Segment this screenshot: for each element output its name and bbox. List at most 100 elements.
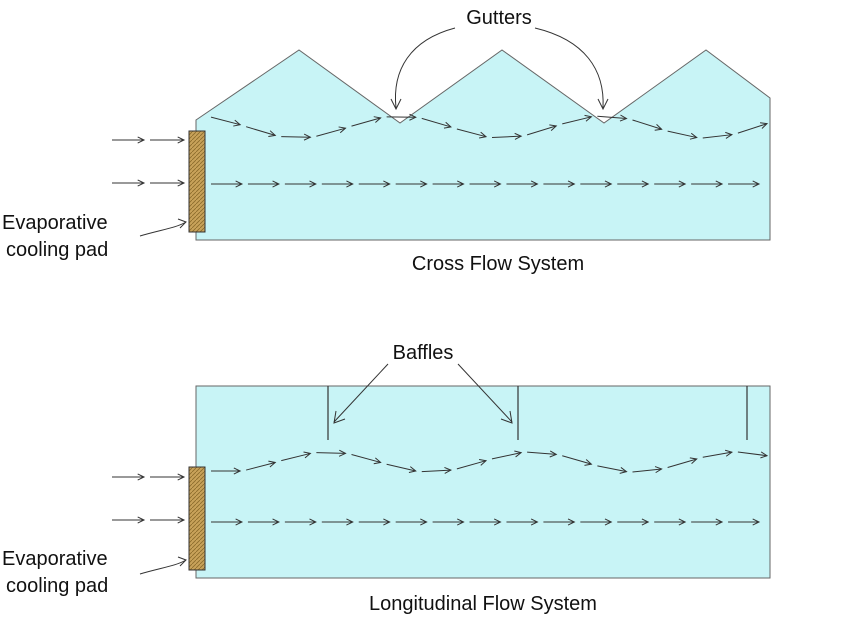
baffles-label: Baffles [392, 342, 454, 364]
longitudinal-lower-arrow-head [604, 518, 613, 526]
gutters-pointer-left-head [390, 98, 402, 111]
longitudinal-upper-arrow [491, 452, 522, 460]
longitudinal-upper-arrow [281, 452, 311, 462]
longitudinal-cooling-pad [188, 466, 206, 571]
gutters-label: Gutters [466, 7, 532, 29]
gutters-pointer-right [534, 27, 604, 109]
cross-flow-upper-arrow-head [443, 121, 452, 129]
longitudinal-upper-arrow-head [303, 451, 312, 459]
cross-flow-greenhouse-body [195, 49, 771, 241]
longitudinal-pad-label-pointer [139, 559, 187, 575]
cross-flow-lower-arrow-head [457, 180, 465, 188]
longitudinal-upper-arrow [456, 460, 487, 470]
longitudinal-upper-arrow-head [654, 466, 663, 474]
longitudinal-lower-arrow-head [309, 518, 317, 526]
longitudinal-upper-arrow-head [233, 467, 242, 475]
cross-flow-upper-arrow [316, 127, 346, 137]
longitudinal-flow-title: Longitudinal Flow System [369, 593, 597, 615]
baffles-pointer-right [457, 363, 513, 423]
cross-flow-pad-label-pointer-head [177, 218, 187, 229]
longitudinal-inlet-arrow-head [177, 516, 186, 524]
cross-flow-inlet-arrow-head [137, 136, 146, 144]
cross-flow-lower-arrow-head [530, 180, 539, 188]
cross-flow-upper-arrow [245, 126, 276, 136]
longitudinal-upper-arrow-head [760, 451, 769, 459]
longitudinal-upper-arrow-head [549, 450, 558, 458]
cross-flow-upper-arrow-head [268, 130, 277, 138]
cross-flow-upper-arrow [597, 115, 627, 120]
longitudinal-upper-arrow [632, 468, 662, 473]
longitudinal-upper-arrow [597, 465, 627, 473]
longitudinal-lower-arrow-head [567, 518, 576, 526]
longitudinal-pad-label-line2: cooling pad [6, 575, 109, 597]
longitudinal-upper-arrow-head [408, 466, 417, 474]
cross-flow-upper-arrow-head [759, 122, 769, 129]
cross-flow-upper-arrow-head [338, 126, 347, 134]
longitudinal-upper-arrow [316, 452, 346, 454]
longitudinal-upper-arrow-head [268, 460, 277, 468]
longitudinal-lower-arrow-head [346, 518, 354, 526]
longitudinal-lower-arrow-head [678, 518, 687, 526]
cross-flow-upper-arrow [632, 119, 662, 130]
cross-flow-lower-arrow-head [604, 180, 613, 188]
cross-flow-upper-arrow [702, 134, 732, 139]
longitudinal-upper-arrow-head [514, 450, 523, 458]
cross-flow-upper-arrow-head [373, 116, 382, 123]
cross-flow-lower-arrow-head [235, 180, 244, 188]
gutters-pointer-right-head [597, 98, 609, 111]
cross-flow-upper-arrow-head [619, 114, 628, 122]
longitudinal-upper-arrow [386, 463, 416, 472]
baffles-pointer-right-head [500, 410, 513, 424]
cross-flow-lower-arrow-head [493, 180, 502, 188]
cross-flow-upper-arrow-head [233, 119, 242, 127]
longitudinal-upper-arrow [351, 454, 381, 463]
longitudinal-upper-arrow [421, 469, 451, 473]
cross-flow-lower-arrow-head [641, 180, 650, 188]
cross-flow-upper-arrow-head [654, 124, 663, 131]
baffles-pointer-left-head [333, 410, 346, 424]
longitudinal-lower-arrow-head [383, 518, 391, 526]
cross-flow-inlet-arrow-head [177, 179, 186, 187]
longitudinal-lower-arrow-head [420, 518, 428, 526]
cross-flow-upper-arrow-head [689, 132, 698, 140]
cross-flow-upper-arrow-head [409, 113, 417, 121]
cross-flow-upper-arrow [526, 125, 557, 136]
longitudinal-inlet-arrow-head [137, 516, 146, 524]
longitudinal-lower-arrow-head [641, 518, 650, 526]
longitudinal-lower-arrow-head [457, 518, 465, 526]
longitudinal-upper-arrow-head [689, 457, 698, 465]
cross-flow-upper-arrow [351, 117, 381, 127]
cross-flow-lower-arrow-head [383, 180, 391, 188]
cross-flow-airflow-arrows [112, 113, 769, 188]
longitudinal-inlet-arrow-head [137, 473, 146, 481]
longitudinal-lower-arrow-head [493, 518, 502, 526]
cross-flow-lower-arrow-head [346, 180, 354, 188]
cross-flow-title: Cross Flow System [411, 253, 585, 275]
cross-flow-pad-label-line2: cooling pad [6, 239, 109, 261]
cross-flow-inlet-arrow-head [137, 179, 146, 187]
cross-flow-upper-arrow [491, 135, 522, 138]
cross-flow-pad-label-pointer [139, 221, 187, 237]
longitudinal-lower-arrow-head [715, 518, 724, 526]
longitudinal-greenhouse-body [195, 385, 771, 579]
longitudinal-pad-label-line1: Evaporative [2, 548, 108, 570]
longitudinal-upper-arrow-head [725, 449, 734, 457]
cross-flow-upper-arrow [562, 116, 592, 125]
cross-flow-upper-arrow [421, 117, 452, 128]
longitudinal-upper-arrow [667, 458, 697, 469]
longitudinal-upper-arrow [737, 451, 768, 457]
longitudinal-upper-arrow-head [444, 466, 453, 474]
cross-flow-lower-arrow-head [309, 180, 317, 188]
longitudinal-lower-arrow-head [530, 518, 539, 526]
longitudinal-inlet-arrow-head [177, 473, 186, 481]
longitudinal-pad-label-pointer-head [177, 556, 187, 567]
longitudinal-upper-arrow [245, 461, 276, 471]
cross-flow-upper-arrow [210, 116, 241, 126]
cross-flow-lower-arrow-head [272, 180, 281, 188]
cross-flow-upper-arrow-head [549, 124, 558, 132]
gutters-pointer-left [394, 27, 456, 109]
cross-flow-upper-arrow-head [725, 131, 734, 139]
cross-flow-pad-label-line1: Evaporative [2, 212, 108, 234]
longitudinal-lower-arrow-head [235, 518, 244, 526]
